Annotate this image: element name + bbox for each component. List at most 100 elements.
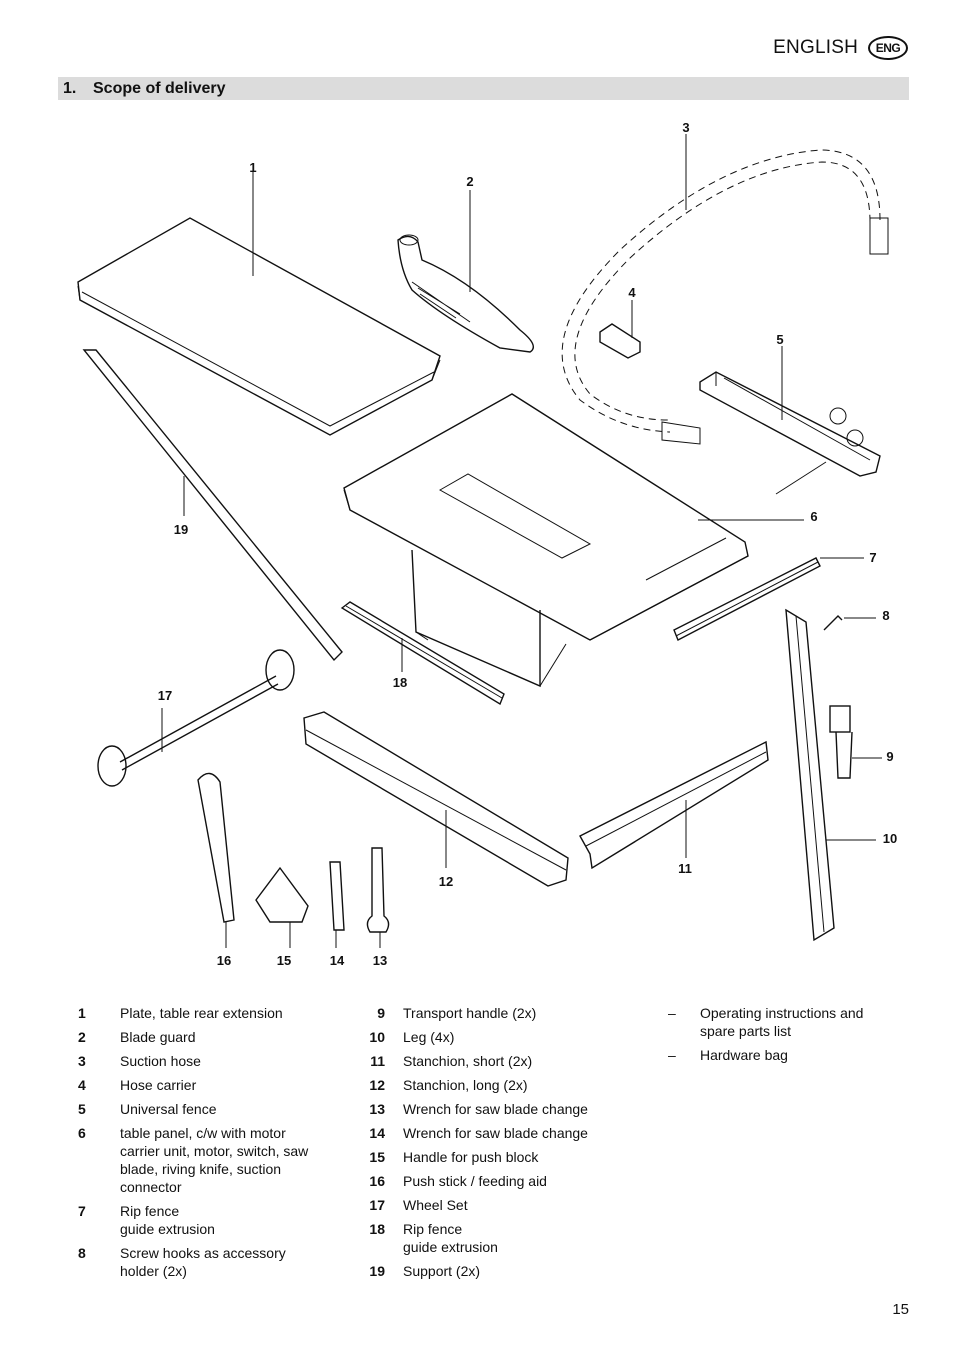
part-stanchion-short <box>579 740 769 870</box>
part-wheel-set <box>97 649 295 787</box>
part-blade-guard <box>397 234 534 353</box>
legend-item: 9 Transport handle (2x) <box>345 1004 645 1022</box>
part-push-block-handle <box>255 866 309 923</box>
legend-text: Plate, table rear extension <box>120 1005 283 1021</box>
part-wrench-13 <box>366 847 390 933</box>
language-indicator: ENGLISH ENG <box>773 36 908 60</box>
legend-text: Wrench for saw blade change <box>403 1101 588 1117</box>
legend-item: 8 Screw hooks as accessory holder (2x) <box>58 1244 348 1280</box>
legend-text: Universal fence <box>120 1101 217 1117</box>
legend-text: Support (2x) <box>403 1263 481 1279</box>
legend-item: 11 Stanchion, short (2x) <box>345 1052 645 1070</box>
legend-number: 11 <box>370 1053 385 1069</box>
legend-item: – Hardware bag <box>668 1046 918 1064</box>
callout-6: 6 <box>810 509 817 524</box>
callout-11: 11 <box>678 861 692 876</box>
part-screw-hook <box>823 615 843 631</box>
legend-number: 5 <box>78 1101 86 1117</box>
legend-text: Stanchion, long (2x) <box>403 1077 528 1093</box>
legend-text: table panel, c/w with motor carrier unit… <box>120 1125 309 1195</box>
language-badge: ENG <box>868 36 908 60</box>
legend-text: Blade guard <box>120 1029 196 1045</box>
section-title: Scope of delivery <box>93 79 226 97</box>
part-suction-hose <box>561 149 889 445</box>
callout-4: 4 <box>628 285 636 300</box>
legend-item: 13 Wrench for saw blade change <box>345 1100 645 1118</box>
part-support <box>82 349 343 662</box>
part-rip-fence-guide-18 <box>340 601 505 706</box>
legend-text: Handle for push block <box>403 1149 539 1165</box>
legend-number: 1 <box>78 1005 86 1021</box>
parts-diagram: 1 2 3 4 5 6 7 8 9 10 11 12 13 14 15 16 1… <box>0 110 954 980</box>
legend-number: 6 <box>78 1125 86 1141</box>
legend-text: Operating instructions and spare parts l… <box>700 1005 864 1039</box>
legend-dash: – <box>668 1005 676 1021</box>
callout-17: 17 <box>158 688 172 703</box>
legend-item: 16 Push stick / feeding aid <box>345 1172 645 1190</box>
legend-item: 17 Wheel Set <box>345 1196 645 1214</box>
legend-item: – Operating instructions and spare parts … <box>668 1004 918 1040</box>
callout-2: 2 <box>466 174 473 189</box>
legend-text: Hose carrier <box>120 1077 197 1093</box>
legend-text: Push stick / feeding aid <box>403 1173 547 1189</box>
legend-number: 14 <box>369 1125 385 1141</box>
callout-5: 5 <box>776 332 783 347</box>
part-hose-carrier <box>599 323 641 359</box>
language-label: ENGLISH <box>773 37 858 58</box>
legend-text: Wheel Set <box>403 1197 468 1213</box>
callout-7: 7 <box>869 550 876 565</box>
legend-text: Screw hooks as accessory holder (2x) <box>120 1245 286 1279</box>
legend-text: Rip fence guide extrusion <box>403 1221 498 1255</box>
callout-18: 18 <box>393 675 407 690</box>
leader-lines <box>161 134 882 948</box>
section-number: 1. <box>63 79 77 97</box>
legend-number: 2 <box>78 1029 86 1045</box>
callout-1: 1 <box>249 160 256 175</box>
part-rip-fence-guide-7 <box>673 557 821 641</box>
legend-number: 4 <box>78 1077 86 1093</box>
legend-text: Suction hose <box>120 1053 201 1069</box>
part-universal-fence <box>699 371 881 495</box>
part-stanchion-long <box>303 711 569 887</box>
legend-text: Transport handle (2x) <box>403 1005 537 1021</box>
legend-item: 18 Rip fence guide extrusion <box>345 1220 645 1256</box>
callout-10: 10 <box>883 831 897 846</box>
legend-number: 10 <box>369 1029 385 1045</box>
callout-8: 8 <box>882 608 889 623</box>
page-number: 15 <box>892 1301 909 1318</box>
callout-15: 15 <box>277 953 291 968</box>
part-leg <box>785 608 835 942</box>
legend-column-1: 1 Plate, table rear extension 2 Blade guar… <box>58 1004 348 1286</box>
legend-item: 6 table panel, c/w with motor carrier uni… <box>58 1124 348 1196</box>
legend-item: 5 Universal fence <box>58 1100 348 1118</box>
legend-number: 13 <box>369 1101 385 1117</box>
legend-number: 18 <box>369 1221 385 1237</box>
legend-number: 16 <box>369 1173 385 1189</box>
legend-number: 19 <box>369 1263 385 1279</box>
legend-column-3: – Operating instructions and spare parts … <box>668 1004 918 1070</box>
legend-number: 17 <box>369 1197 385 1213</box>
callout-16: 16 <box>217 953 231 968</box>
legend-number: 8 <box>78 1245 86 1261</box>
callout-3: 3 <box>682 120 689 135</box>
legend-dash: – <box>668 1047 676 1063</box>
legend-text: Stanchion, short (2x) <box>403 1053 533 1069</box>
legend-item: 19 Support (2x) <box>345 1262 645 1280</box>
legend-item: 4 Hose carrier <box>58 1076 348 1094</box>
legend-text: Wrench for saw blade change <box>403 1125 588 1141</box>
callout-13: 13 <box>373 953 387 968</box>
callout-19: 19 <box>174 522 188 537</box>
legend-number: 9 <box>377 1005 385 1021</box>
legend-item: 14 Wrench for saw blade change <box>345 1124 645 1142</box>
section-heading: 1. Scope of delivery <box>58 77 909 100</box>
legend-item: 1 Plate, table rear extension <box>58 1004 348 1022</box>
part-plate-rear-extension <box>77 217 441 436</box>
legend-number: 7 <box>78 1203 86 1219</box>
legend-text: Hardware bag <box>700 1047 788 1063</box>
